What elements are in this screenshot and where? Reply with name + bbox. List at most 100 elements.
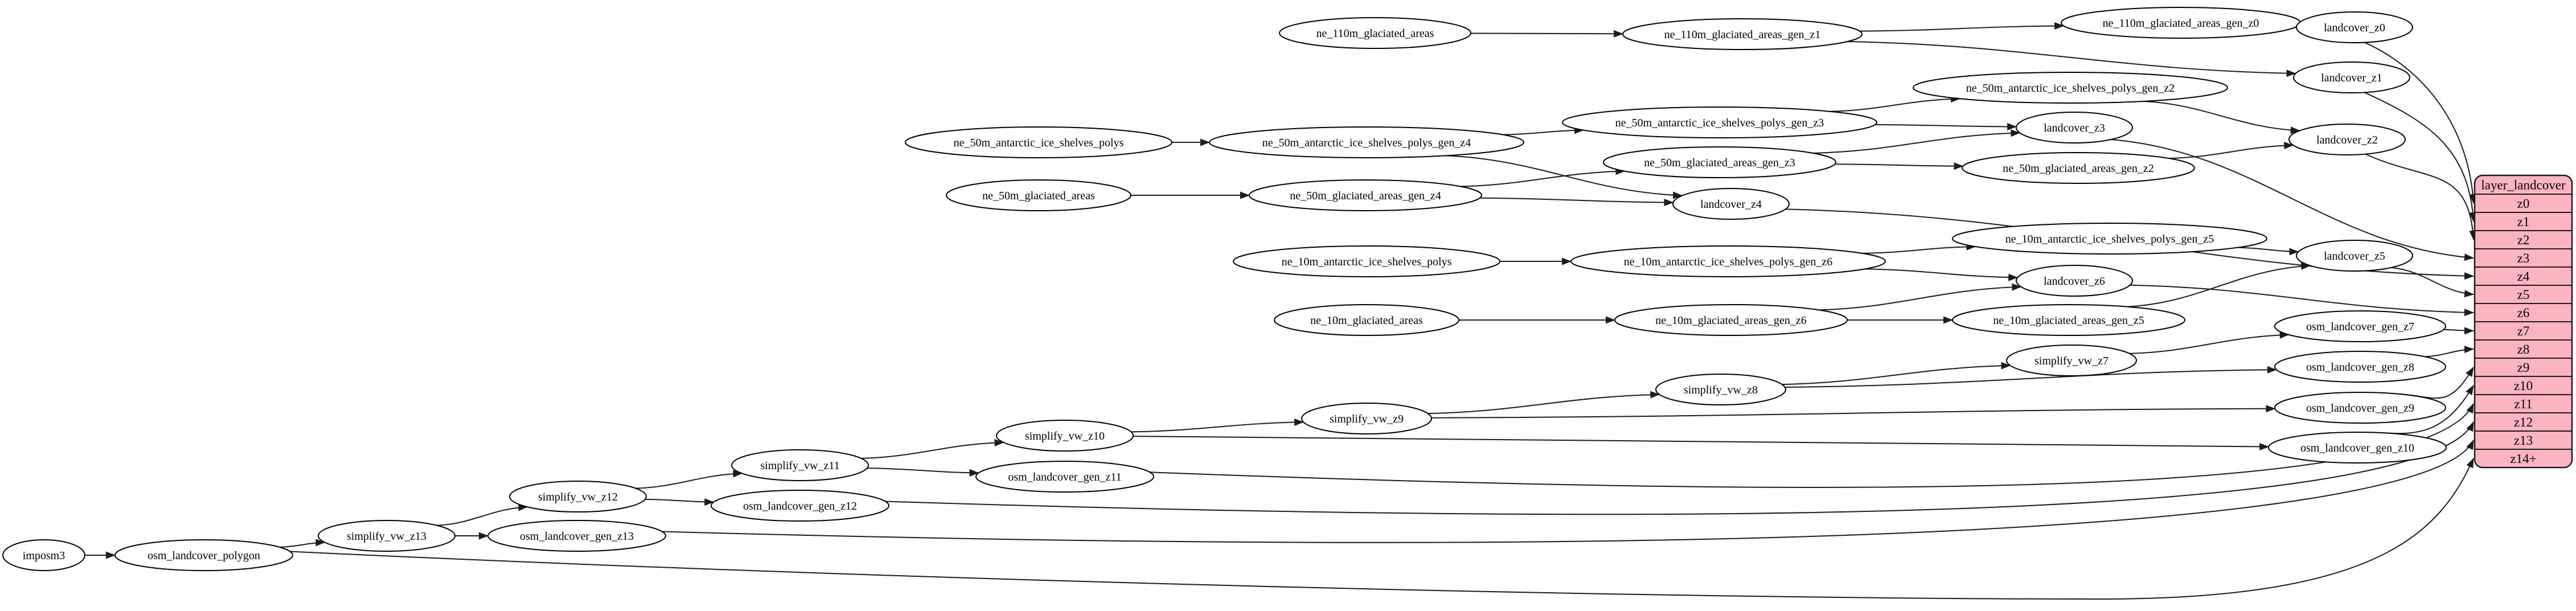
node-osm_landcover_gen_z10: osm_landcover_gen_z10 (2268, 432, 2447, 464)
node-label-landcover_z6: landcover_z6 (2044, 275, 2105, 288)
edge-simplify_vw_z8-to-simplify_vw_z7 (1782, 362, 2011, 386)
node-label-ne_10m_glaciated_areas_gen_z5: ne_10m_glaciated_areas_gen_z5 (1993, 314, 2144, 327)
node-ne_10m_antarctic_ice_shelves_polys_gen_z5: ne_10m_antarctic_ice_shelves_polys_gen_z… (1952, 223, 2267, 255)
table-row-z12: z12 (2514, 415, 2533, 429)
node-label-ne_50m_antarctic_ice_shelves_polys_gen_z4: ne_50m_antarctic_ice_shelves_polys_gen_z… (1262, 137, 1471, 149)
node-label-simplify_vw_z12: simplify_vw_z12 (538, 491, 618, 503)
edge-landcover_z0-to-z0 (2364, 42, 2477, 204)
node-label-ne_110m_glaciated_areas: ne_110m_glaciated_areas (1316, 27, 1434, 40)
node-ellipse-landcover_z3 (2016, 112, 2133, 143)
node-ellipse-ne_110m_glaciated_areas (1279, 17, 1471, 49)
node-ellipse-ne_50m_glaciated_areas_gen_z2 (1962, 152, 2195, 184)
edge-ne_10m_glaciated_areas_gen_z6-to-landcover_z6 (1819, 283, 2022, 311)
node-label-osm_landcover_gen_z11: osm_landcover_gen_z11 (1008, 471, 1121, 483)
node-label-ne_10m_glaciated_areas: ne_10m_glaciated_areas (1310, 314, 1423, 327)
node-landcover_z1: landcover_z1 (2293, 61, 2410, 93)
node-label-ne_10m_antarctic_ice_shelves_polys: ne_10m_antarctic_ice_shelves_polys (1282, 256, 1452, 268)
node-ellipse-ne_10m_glaciated_areas (1274, 304, 1459, 336)
node-simplify_vw_z8: simplify_vw_z8 (1655, 374, 1786, 405)
edge-simplify_vw_z12-to-osm_landcover_gen_z12 (645, 498, 715, 506)
node-ellipse-imposm3 (2, 539, 85, 571)
edge-simplify_vw_z12-to-simplify_vw_z11 (635, 470, 743, 489)
node-label-landcover_z2: landcover_z2 (2316, 134, 2378, 146)
node-imposm3: imposm3 (2, 539, 85, 571)
edge-simplify_vw_z9-to-osm_landcover_gen_z9 (1431, 405, 2276, 419)
table-row-z5: z5 (2517, 288, 2530, 302)
edge-landcover_z5-to-z5 (2391, 266, 2474, 298)
node-label-simplify_vw_z10: simplify_vw_z10 (1025, 430, 1105, 442)
node-ne_50m_antarctic_ice_shelves_polys: ne_50m_antarctic_ice_shelves_polys (905, 126, 1172, 158)
table-row-z6: z6 (2517, 306, 2530, 320)
table-row-z14+: z14+ (2510, 452, 2536, 466)
node-label-ne_50m_antarctic_ice_shelves_polys_gen_z3: ne_50m_antarctic_ice_shelves_polys_gen_z… (1615, 117, 1824, 129)
node-label-simplify_vw_z8: simplify_vw_z8 (1684, 384, 1758, 396)
node-ellipse-ne_50m_antarctic_ice_shelves_polys (905, 126, 1172, 158)
node-ne_10m_glaciated_areas_gen_z6: ne_10m_glaciated_areas_gen_z6 (1614, 304, 1848, 336)
table-row-z4: z4 (2517, 269, 2530, 284)
node-ellipse-simplify_vw_z7 (2006, 345, 2137, 376)
node-simplify_vw_z13: simplify_vw_z13 (318, 520, 456, 552)
edge-simplify_vw_z13-to-simplify_vw_z12 (437, 503, 528, 526)
node-label-ne_10m_antarctic_ice_shelves_polys_gen_z5: ne_10m_antarctic_ice_shelves_polys_gen_z… (2005, 233, 2214, 245)
node-label-ne_50m_glaciated_areas_gen_z2: ne_50m_glaciated_areas_gen_z2 (2003, 162, 2153, 175)
edge-simplify_vw_z10-to-osm_landcover_gen_z10 (1133, 436, 2270, 451)
node-ellipse-landcover_z5 (2296, 240, 2413, 272)
edge-simplify_vw_z8-to-osm_landcover_gen_z8 (1785, 366, 2277, 388)
node-landcover_z4: landcover_z4 (1672, 188, 1790, 220)
node-ellipse-simplify_vw_z11 (731, 449, 869, 481)
node-label-ne_50m_glaciated_areas: ne_50m_glaciated_areas (982, 190, 1095, 202)
edge-simplify_vw_z10-to-simplify_vw_z9 (1131, 419, 1305, 433)
node-ellipse-osm_landcover_gen_z13 (487, 520, 666, 552)
edge-ne_50m_glaciated_areas_gen_z4-to-ne_50m_glaciated_areas_gen_z3 (1460, 167, 1626, 187)
node-ne_50m_glaciated_areas_gen_z2: ne_50m_glaciated_areas_gen_z2 (1962, 152, 2195, 184)
table-row-z0: z0 (2517, 196, 2530, 211)
node-landcover_z0: landcover_z0 (2296, 11, 2413, 43)
node-label-osm_landcover_gen_z13: osm_landcover_gen_z13 (520, 530, 634, 543)
node-ellipse-ne_10m_glaciated_areas_gen_z6 (1614, 304, 1848, 336)
node-ellipse-landcover_z1 (2293, 61, 2410, 93)
node-ellipse-simplify_vw_z8 (1655, 374, 1786, 405)
node-label-landcover_z4: landcover_z4 (1700, 198, 1762, 211)
edge-ne_50m_glaciated_areas_gen_z4-to-landcover_z4 (1479, 197, 1674, 207)
node-label-osm_landcover_gen_z7: osm_landcover_gen_z7 (2306, 321, 2414, 333)
node-ellipse-osm_landcover_gen_z10 (2268, 432, 2447, 464)
node-ellipse-simplify_vw_z9 (1301, 403, 1432, 434)
edge-simplify_vw_z9-to-simplify_vw_z8 (1428, 391, 1660, 415)
node-ellipse-ne_50m_antarctic_ice_shelves_polys_gen_z4 (1209, 126, 1524, 158)
node-label-ne_110m_glaciated_areas_gen_z0: ne_110m_glaciated_areas_gen_z0 (2103, 17, 2259, 30)
node-ellipse-osm_landcover_gen_z8 (2274, 351, 2446, 383)
table-row-z13: z13 (2514, 433, 2533, 448)
node-label-simplify_vw_z11: simplify_vw_z11 (760, 460, 839, 472)
node-simplify_vw_z11: simplify_vw_z11 (731, 449, 869, 481)
table-row-z1: z1 (2517, 215, 2530, 229)
node-simplify_vw_z7: simplify_vw_z7 (2006, 345, 2137, 376)
node-ellipse-ne_50m_antarctic_ice_shelves_polys_gen_z2 (1913, 72, 2228, 104)
node-ne_10m_glaciated_areas_gen_z5: ne_10m_glaciated_areas_gen_z5 (1952, 304, 2185, 336)
edge-simplify_vw_z7-to-osm_landcover_gen_z7 (2129, 331, 2290, 354)
table-title: layer_landcover (2481, 178, 2565, 192)
node-label-osm_landcover_gen_z12: osm_landcover_gen_z12 (743, 500, 857, 512)
node-ne_110m_glaciated_areas: ne_110m_glaciated_areas (1279, 17, 1471, 49)
edge-simplify_vw_z11-to-simplify_vw_z10 (861, 438, 1004, 459)
table-row-z2: z2 (2517, 233, 2530, 247)
node-label-landcover_z0: landcover_z0 (2324, 22, 2385, 34)
node-landcover_z2: landcover_z2 (2288, 124, 2406, 155)
edge-osm_landcover_gen_z8-to-z8 (2425, 346, 2474, 358)
nodes-layer: ne_110m_glaciated_areas ne_110m_glaciated… (2, 7, 2447, 571)
node-label-osm_landcover_gen_z8: osm_landcover_gen_z8 (2306, 361, 2414, 374)
edge-osm_landcover_gen_z13-to-z13 (662, 440, 2474, 543)
node-ellipse-osm_landcover_gen_z7 (2274, 310, 2446, 342)
node-ellipse-ne_10m_glaciated_areas_gen_z5 (1952, 304, 2185, 336)
node-ne_50m_antarctic_ice_shelves_polys_gen_z3: ne_50m_antarctic_ice_shelves_polys_gen_z… (1562, 106, 1877, 138)
table-row-z8: z8 (2517, 342, 2530, 356)
edge-simplify_vw_z11-to-osm_landcover_gen_z11 (867, 468, 979, 477)
node-ellipse-landcover_z4 (1672, 188, 1790, 220)
node-osm_landcover_gen_z12: osm_landcover_gen_z12 (711, 490, 889, 522)
node-ne_50m_glaciated_areas_gen_z3: ne_50m_glaciated_areas_gen_z3 (1603, 146, 1836, 178)
node-ne_50m_glaciated_areas_gen_z4: ne_50m_glaciated_areas_gen_z4 (1249, 179, 1482, 211)
node-label-ne_50m_antarctic_ice_shelves_polys_gen_z2: ne_50m_antarctic_ice_shelves_polys_gen_z… (1966, 82, 2175, 95)
node-ellipse-simplify_vw_z10 (996, 420, 1134, 452)
node-label-simplify_vw_z9: simplify_vw_z9 (1330, 413, 1404, 425)
edge-ne_10m_antarctic_ice_shelves_polys_gen_z6-to-landcover_z6 (1864, 268, 2019, 281)
node-ellipse-ne_10m_antarctic_ice_shelves_polys_gen_z6 (1570, 245, 1886, 277)
